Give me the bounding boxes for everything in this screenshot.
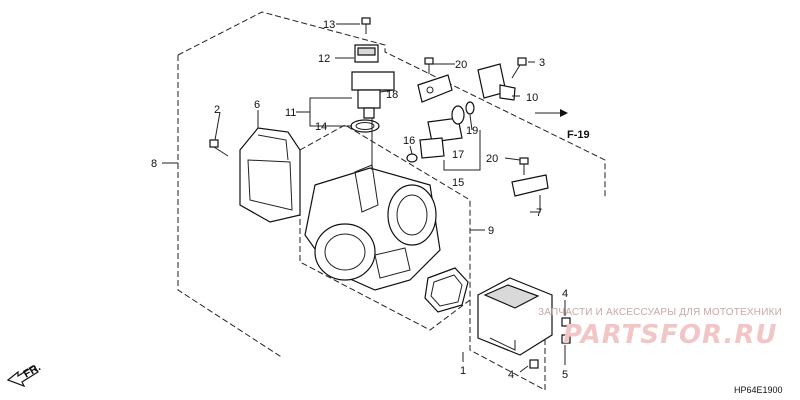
screw-4-lower-icon (529, 359, 539, 369)
label-7: 7 (536, 207, 542, 219)
label-20-upper: 20 (455, 59, 467, 71)
sensor-10-icon (477, 63, 516, 101)
label-9: 9 (488, 225, 494, 237)
leader-7 (530, 195, 541, 213)
f19-arrow-head-icon (560, 109, 568, 117)
label-15: 15 (452, 177, 464, 189)
label-13: 13 (323, 19, 335, 31)
bolt-2-icon (209, 139, 229, 157)
label-18: 18 (386, 89, 398, 101)
label-4-upper: 4 (562, 288, 568, 300)
bolt-13-icon (361, 17, 371, 34)
sensor-1-icon (477, 277, 553, 356)
ref-f19: F-19 (567, 129, 590, 141)
label-2: 2 (214, 104, 220, 116)
front-arrow-icon (6, 365, 39, 388)
injector-17-icon (419, 101, 475, 159)
cap-12-icon (354, 44, 379, 63)
gasket-icon (424, 267, 469, 313)
label-5: 5 (562, 369, 568, 381)
label-16: 16 (403, 135, 415, 147)
leader-18 (379, 89, 395, 93)
screw-4-upper-icon (561, 317, 571, 327)
throttle-body-icon (304, 118, 441, 291)
screw-5-icon (561, 334, 571, 344)
leader-2 (214, 111, 221, 141)
sensor-box (469, 300, 546, 391)
leader-17 (443, 130, 481, 171)
label-8: 8 (151, 158, 157, 170)
leader-19 (469, 114, 473, 131)
leader-16 (409, 145, 413, 155)
bracket-19-icon (417, 74, 453, 103)
bolt-20-upper-icon (424, 57, 434, 74)
watermark-caption: ЗАПЧАСТИ И АКСЕССУАРЫ ДЛЯ МОТОТЕХНИКИ (538, 307, 782, 318)
assembly-outline (177, 11, 606, 359)
label-17: 17 (452, 149, 464, 161)
label-19: 19 (466, 125, 478, 137)
bolt-20-lower-icon (519, 157, 529, 175)
diagram-code: HP64E1900 (734, 385, 783, 395)
label-6: 6 (254, 99, 260, 111)
label-10: 10 (526, 92, 538, 104)
cover-6-icon (239, 127, 301, 223)
watermark-brand: PARTSFOR.RU (563, 320, 777, 350)
bolt-3-icon (511, 57, 527, 79)
plate-7-icon (511, 174, 549, 197)
label-12: 12 (318, 53, 330, 65)
label-4-lower: 4 (508, 369, 514, 381)
o-ring-16-icon (406, 153, 418, 163)
leader-20b (504, 157, 521, 161)
label-14: 14 (315, 121, 327, 133)
label-3: 3 (539, 57, 545, 69)
label-1: 1 (460, 365, 466, 377)
ref-front: FR. (22, 361, 43, 380)
leader-4b (519, 365, 529, 373)
label-11: 11 (285, 107, 296, 119)
label-20-lower: 20 (486, 153, 498, 165)
o-ring-14-icon (350, 119, 380, 133)
